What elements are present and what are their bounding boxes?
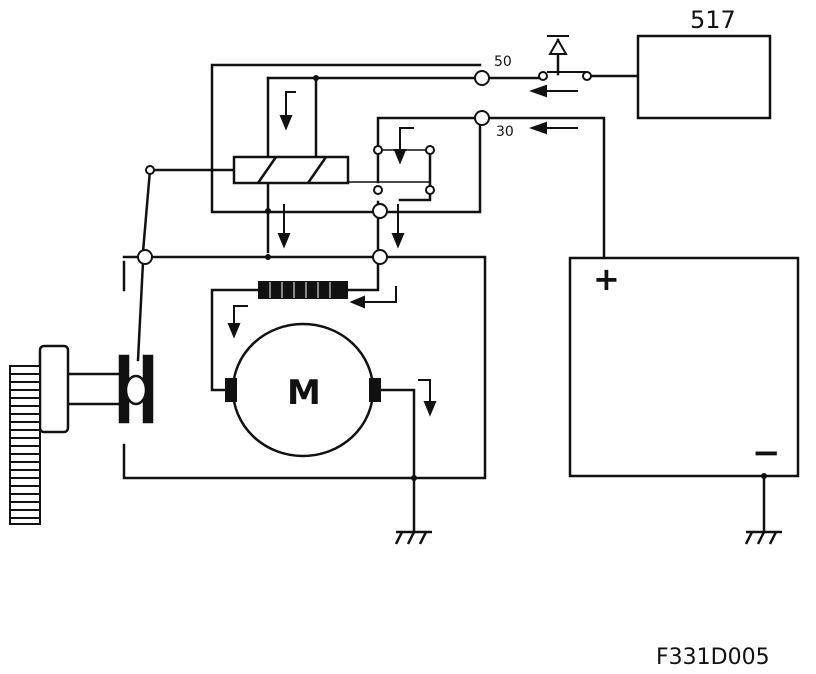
motor-label: M (287, 373, 321, 413)
arrow-icon (227, 84, 578, 417)
relay-box-517 (636, 34, 772, 120)
ground-icon (394, 530, 432, 545)
battery-minus-label: − (752, 433, 781, 473)
field-winding (258, 281, 348, 299)
relay-label: 517 (690, 6, 736, 34)
terminal-50-label: 50 (494, 54, 512, 70)
switch-icon (538, 35, 592, 81)
solenoid-housing (210, 63, 482, 214)
gear-icon (9, 365, 41, 525)
wire-30 (376, 116, 478, 254)
ground-icon (744, 530, 782, 545)
motor-icon (225, 322, 381, 458)
battery-plus-label: + (593, 260, 620, 298)
figure-code: F331D005 (656, 645, 770, 670)
motor-housing (122, 255, 487, 480)
battery (568, 256, 800, 478)
coil-icon (232, 155, 350, 185)
terminal-30-label: 30 (496, 124, 514, 140)
